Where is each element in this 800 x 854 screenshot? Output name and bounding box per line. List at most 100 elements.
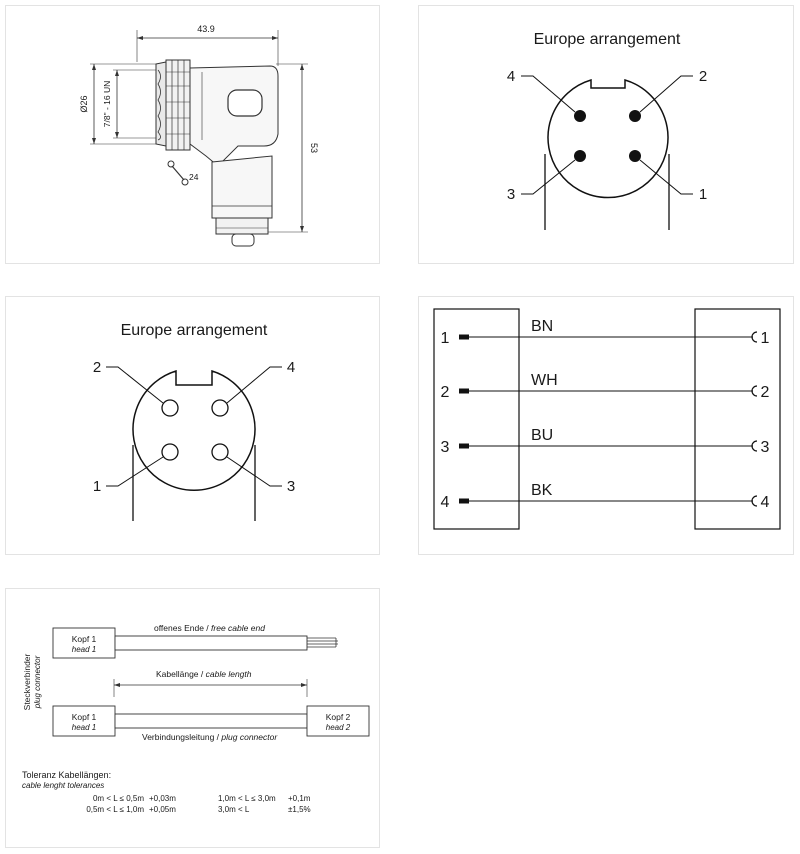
head1-label-en: head 1 bbox=[72, 723, 96, 732]
pin-label: 3 bbox=[287, 478, 295, 495]
cable-length-panel: Steckverbinder plug connector Kopf 1 hea… bbox=[5, 588, 380, 848]
pin-4 bbox=[574, 110, 586, 122]
left-pin-number: 1 bbox=[441, 330, 450, 347]
pin-1 bbox=[629, 150, 641, 162]
side-label-en: plug connector bbox=[33, 655, 42, 709]
wire-row-1: 1 1 BN bbox=[441, 318, 770, 347]
mechanical-drawing-panel: 43.9 Ø26 7/8" - 16 UN 53 bbox=[5, 5, 380, 264]
wire-row-2: 2 2 WH bbox=[441, 372, 770, 401]
female-pin-arrangement-panel: Europe arrangement 2 4 1 3 bbox=[5, 296, 380, 555]
height-dimension-label: 53 bbox=[309, 143, 319, 153]
dimension-arrow bbox=[300, 64, 304, 70]
pin-label: 4 bbox=[507, 68, 515, 85]
left-pin-number: 2 bbox=[441, 384, 450, 401]
dimension-arrow bbox=[114, 683, 120, 687]
wire-row-4: 4 4 BK bbox=[441, 482, 770, 511]
wiring-diagram: 1 1 BN 2 2 WH 3 3 BU 4 4 BK bbox=[433, 308, 781, 530]
pin-label: 4 bbox=[287, 359, 295, 376]
dimension-arrow bbox=[301, 683, 307, 687]
dimension-arrow bbox=[300, 226, 304, 232]
leader-line bbox=[106, 366, 164, 404]
diameter-dimension-label: Ø26 bbox=[79, 95, 89, 112]
tolerance-value: ±1,5% bbox=[288, 805, 311, 814]
wiring-diagram-panel: 1 1 BN 2 2 WH 3 3 BU 4 4 BK bbox=[418, 296, 794, 555]
socket-2 bbox=[161, 399, 179, 417]
dimension-arrow bbox=[272, 36, 278, 40]
vertical-housing bbox=[211, 155, 273, 247]
right-pin-number: 2 bbox=[761, 384, 770, 401]
pin-label: 3 bbox=[507, 186, 515, 203]
leader-line bbox=[639, 75, 693, 113]
dimension-arrow bbox=[92, 138, 96, 144]
width-dimension-label: 43.9 bbox=[197, 24, 215, 34]
angled-housing bbox=[189, 65, 279, 167]
tolerance-subtitle: cable lenght tolerances bbox=[22, 781, 104, 790]
wire-color-label: BN bbox=[531, 318, 553, 335]
cable-length-diagram: Steckverbinder plug connector Kopf 1 hea… bbox=[22, 623, 370, 814]
tolerance-range: 0m < L ≤ 0,5m bbox=[93, 794, 144, 803]
head1-label: Kopf 1 bbox=[72, 634, 97, 644]
right-pin-number: 1 bbox=[761, 330, 770, 347]
tolerance-range: 3,0m < L bbox=[218, 805, 250, 814]
leader-line bbox=[521, 159, 576, 195]
coupling-nut bbox=[155, 59, 191, 151]
left-connector-box bbox=[433, 308, 520, 530]
tolerance-range: 0,5m < L ≤ 1,0m bbox=[86, 805, 144, 814]
connector-cable-label: Verbindungsleitung / plug connector bbox=[142, 732, 278, 742]
socket-4 bbox=[211, 399, 229, 417]
leader-line bbox=[226, 366, 282, 404]
wire-color-label: WH bbox=[531, 372, 558, 389]
connecting-cable bbox=[114, 713, 308, 729]
wire-color-label: BK bbox=[531, 482, 553, 499]
right-connector-box bbox=[694, 308, 781, 530]
wire-row-3: 3 3 BU bbox=[441, 427, 770, 456]
dimension-arrow bbox=[137, 36, 143, 40]
tolerance-value: +0,1m bbox=[288, 794, 311, 803]
dimension-arrow bbox=[92, 64, 96, 70]
tolerance-title: Toleranz Kabellängen: bbox=[22, 770, 111, 780]
pin-3 bbox=[574, 150, 586, 162]
connector-face-outline bbox=[132, 369, 256, 492]
connector-dimension-drawing: 43.9 Ø26 7/8" - 16 UN 53 bbox=[79, 24, 319, 247]
dimension-arrow bbox=[115, 132, 119, 138]
wrench-size-label: 24 bbox=[189, 172, 199, 182]
tolerance-range: 1,0m < L ≤ 3,0m bbox=[218, 794, 276, 803]
head1-label: Kopf 1 bbox=[72, 712, 97, 722]
side-label: Steckverbinder bbox=[22, 653, 32, 710]
pin-label: 1 bbox=[699, 186, 707, 203]
female-pin-diagram: Europe arrangement 2 4 1 3 bbox=[93, 322, 295, 521]
right-pin-number: 3 bbox=[761, 439, 770, 456]
head1-box-top bbox=[52, 627, 116, 659]
tolerance-value: +0,05m bbox=[149, 805, 176, 814]
pin-label: 2 bbox=[699, 68, 707, 85]
pin-label: 2 bbox=[93, 359, 101, 376]
tolerance-value: +0,03m bbox=[149, 794, 176, 803]
pin-2 bbox=[629, 110, 641, 122]
cable-length-label: Kabellänge / cable length bbox=[156, 669, 252, 679]
head2-box bbox=[306, 705, 370, 737]
left-pin-number: 4 bbox=[441, 494, 450, 511]
wrench-icon bbox=[167, 160, 189, 186]
arrangement-title: Europe arrangement bbox=[121, 322, 268, 339]
wire-color-label: BU bbox=[531, 427, 553, 444]
arrangement-title: Europe arrangement bbox=[534, 31, 681, 48]
dimension-arrow bbox=[115, 70, 119, 76]
head2-label: Kopf 2 bbox=[326, 712, 351, 722]
leader-line bbox=[106, 456, 164, 487]
leader-line bbox=[226, 456, 282, 487]
head2-label-en: head 2 bbox=[326, 723, 351, 732]
male-pin-arrangement-panel: Europe arrangement 4 2 3 1 bbox=[418, 5, 794, 264]
leader-line bbox=[521, 75, 576, 113]
free-end-label: offenes Ende / free cable end bbox=[154, 623, 265, 633]
male-pin-diagram: Europe arrangement 4 2 3 1 bbox=[507, 31, 707, 230]
socket-1 bbox=[161, 443, 179, 461]
right-pin-number: 4 bbox=[761, 494, 770, 511]
connector-face-outline bbox=[547, 78, 669, 199]
left-pin-number: 3 bbox=[441, 439, 450, 456]
head1-label-en: head 1 bbox=[72, 645, 96, 654]
pin-label: 1 bbox=[93, 478, 101, 495]
free-cable bbox=[114, 635, 338, 651]
socket-3 bbox=[211, 443, 229, 461]
leader-line bbox=[639, 159, 693, 195]
thread-dimension-label: 7/8" - 16 UN bbox=[102, 81, 112, 127]
